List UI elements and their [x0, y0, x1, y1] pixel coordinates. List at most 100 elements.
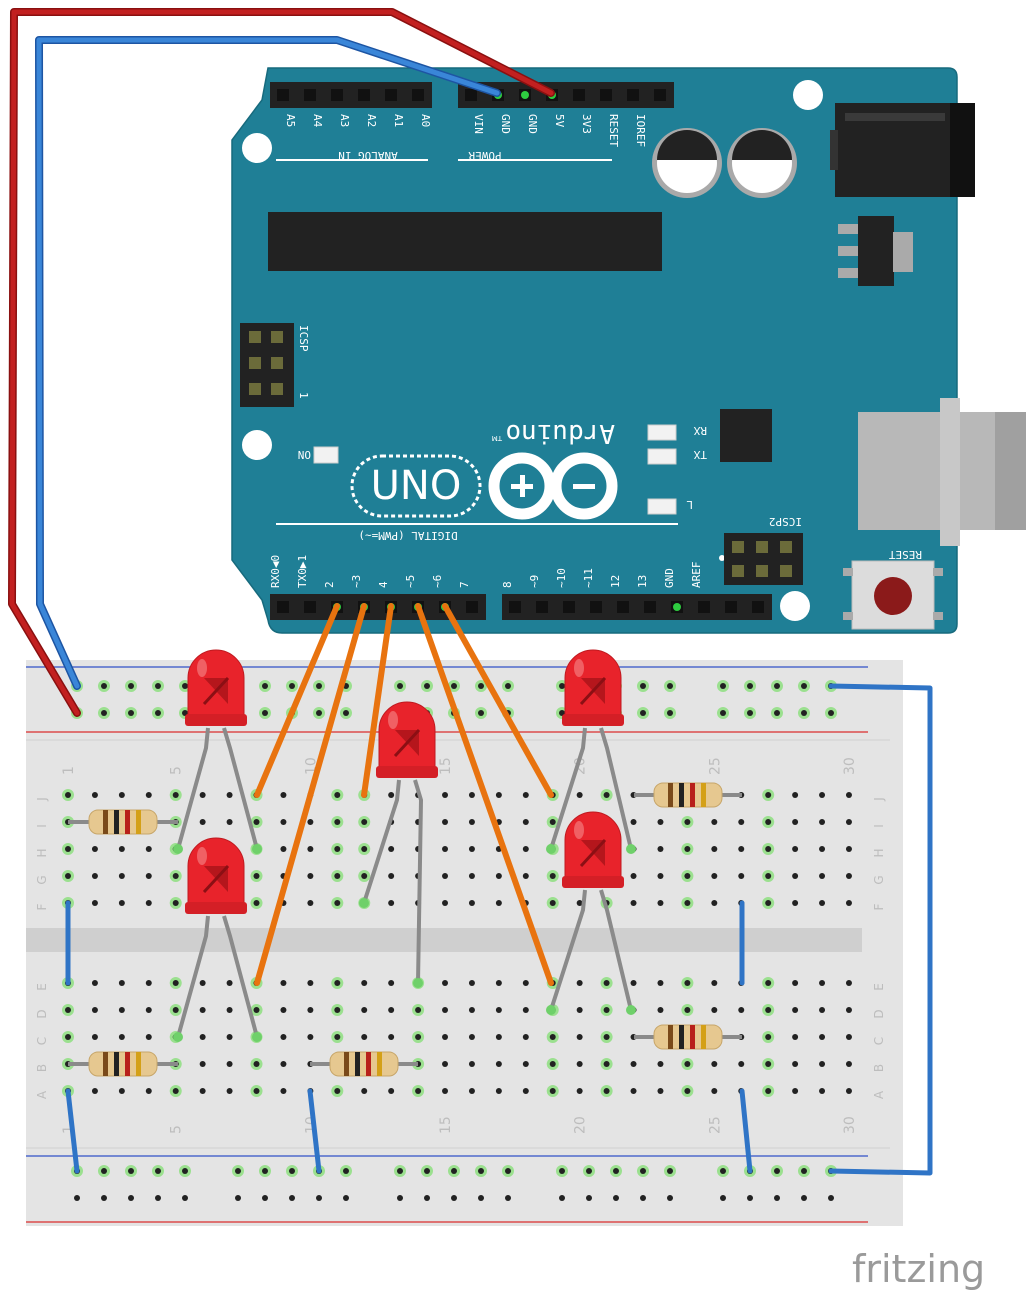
breadboard-hole: [145, 900, 152, 906]
breadboard-hole: [819, 900, 826, 906]
breadboard-hole: [711, 1007, 718, 1013]
mounting-hole: [780, 591, 810, 621]
rail-hole: [559, 1195, 565, 1201]
l-label: L: [686, 498, 693, 511]
column-number: 5: [169, 766, 185, 775]
icsp-pin1-label: 1: [297, 392, 310, 399]
breadboard-hole: [91, 1007, 98, 1013]
breadboard-hole: [280, 1061, 287, 1067]
breadboard-hole: [684, 1007, 691, 1013]
breadboard-hole: [819, 1007, 826, 1013]
breadboard-hole: [145, 873, 152, 879]
breadboard-hole: [226, 1007, 233, 1013]
rail-hole: [128, 710, 134, 716]
breadboard-hole: [576, 900, 583, 906]
analog-pin-label: A2: [365, 114, 378, 127]
row-letter: G: [872, 875, 886, 884]
digital-pin-label: ~11: [582, 568, 595, 588]
rail-hole: [478, 1195, 484, 1201]
breadboard-hole: [657, 1061, 664, 1067]
breadboard-hole: [65, 1034, 71, 1040]
wire-pin5: [415, 603, 554, 986]
fritzing-logo: fritzing: [852, 1247, 985, 1291]
row-letter: J: [872, 797, 886, 802]
usb-connector: [858, 398, 1026, 546]
rail-hole: [640, 710, 646, 716]
rail-hole: [586, 1195, 592, 1201]
breadboard-hole: [684, 1088, 691, 1094]
row-letter: G: [35, 875, 49, 884]
breadboard-hole: [199, 819, 206, 825]
orange-wires: [254, 603, 554, 986]
rail-hole: [505, 683, 511, 689]
l-led: [647, 498, 677, 515]
breadboard-hole: [549, 819, 556, 825]
digital-pin-label: ~10: [555, 568, 568, 588]
breadboard-hole: [307, 900, 314, 906]
digital-pin-label: 8: [501, 581, 514, 588]
breadboard-hole: [657, 819, 664, 825]
breadboard-hole: [845, 846, 852, 852]
rail-hole: [801, 710, 807, 716]
breadboard-hole: [334, 900, 341, 906]
rail-hole: [316, 710, 322, 716]
breadboard-hole: [765, 900, 772, 906]
rail-hole: [451, 683, 457, 689]
capacitor: [652, 128, 722, 198]
voltage-regulator: [838, 216, 913, 286]
breadboard-hole: [468, 1088, 475, 1094]
breadboard-hole: [576, 792, 583, 798]
rail-hole: [667, 683, 673, 689]
breadboard-hole: [442, 792, 449, 798]
tx-label: TX: [693, 448, 707, 461]
breadboard-hole: [91, 980, 98, 986]
rail-hole: [262, 710, 268, 716]
breadboard-hole: [226, 1088, 233, 1094]
breadboard-hole: [172, 900, 179, 906]
column-number: 20: [573, 1116, 589, 1134]
rail-hole: [586, 1168, 592, 1174]
digital-pin-label: 2: [323, 581, 336, 588]
breadboard-hole: [657, 1007, 664, 1013]
breadboard-hole: [765, 980, 772, 986]
breadboard-hole: [738, 1061, 745, 1067]
breadboard-hole: [280, 980, 287, 986]
breadboard-hole: [226, 792, 233, 798]
resistor: [68, 809, 178, 835]
power-pin-label: GND: [499, 114, 512, 134]
breadboard-hole: [91, 873, 98, 879]
breadboard-hole: [549, 900, 556, 906]
breadboard-hole: [468, 846, 475, 852]
breadboard-hole: [145, 792, 152, 798]
breadboard-hole: [145, 1007, 152, 1013]
reset-button[interactable]: [843, 560, 943, 630]
column-number: 1: [61, 766, 77, 775]
row-letter: D: [872, 1009, 886, 1018]
uno-text: UNO: [371, 463, 462, 509]
breadboard-hole: [603, 792, 610, 798]
rail-hole: [613, 1195, 619, 1201]
breadboard-hole: [765, 1007, 772, 1013]
breadboard-hole: [280, 846, 287, 852]
digital-pin-label: ~6: [431, 575, 444, 588]
rail-hole: [397, 1168, 403, 1174]
breadboard-hole: [819, 873, 826, 879]
icsp-pin: [249, 383, 261, 395]
digital-pin-label: 13: [636, 575, 649, 588]
breadboard-hole: [522, 792, 529, 798]
breadboard-hole: [576, 1034, 583, 1040]
breadboard-hole: [684, 1061, 691, 1067]
digital-pin-label: ~3: [350, 575, 363, 588]
icsp-pin: [249, 331, 261, 343]
rail-hole: [667, 1195, 673, 1201]
breadboard-hole: [118, 1088, 125, 1094]
breadboard-hole: [657, 980, 664, 986]
row-letter: B: [35, 1064, 49, 1072]
breadboard-hole: [684, 980, 691, 986]
breadboard-hole: [630, 873, 637, 879]
header-pin: [644, 601, 656, 613]
breadboard-hole: [145, 846, 152, 852]
power-pin-label: GND: [526, 114, 539, 134]
breadboard-hole: [495, 792, 502, 798]
